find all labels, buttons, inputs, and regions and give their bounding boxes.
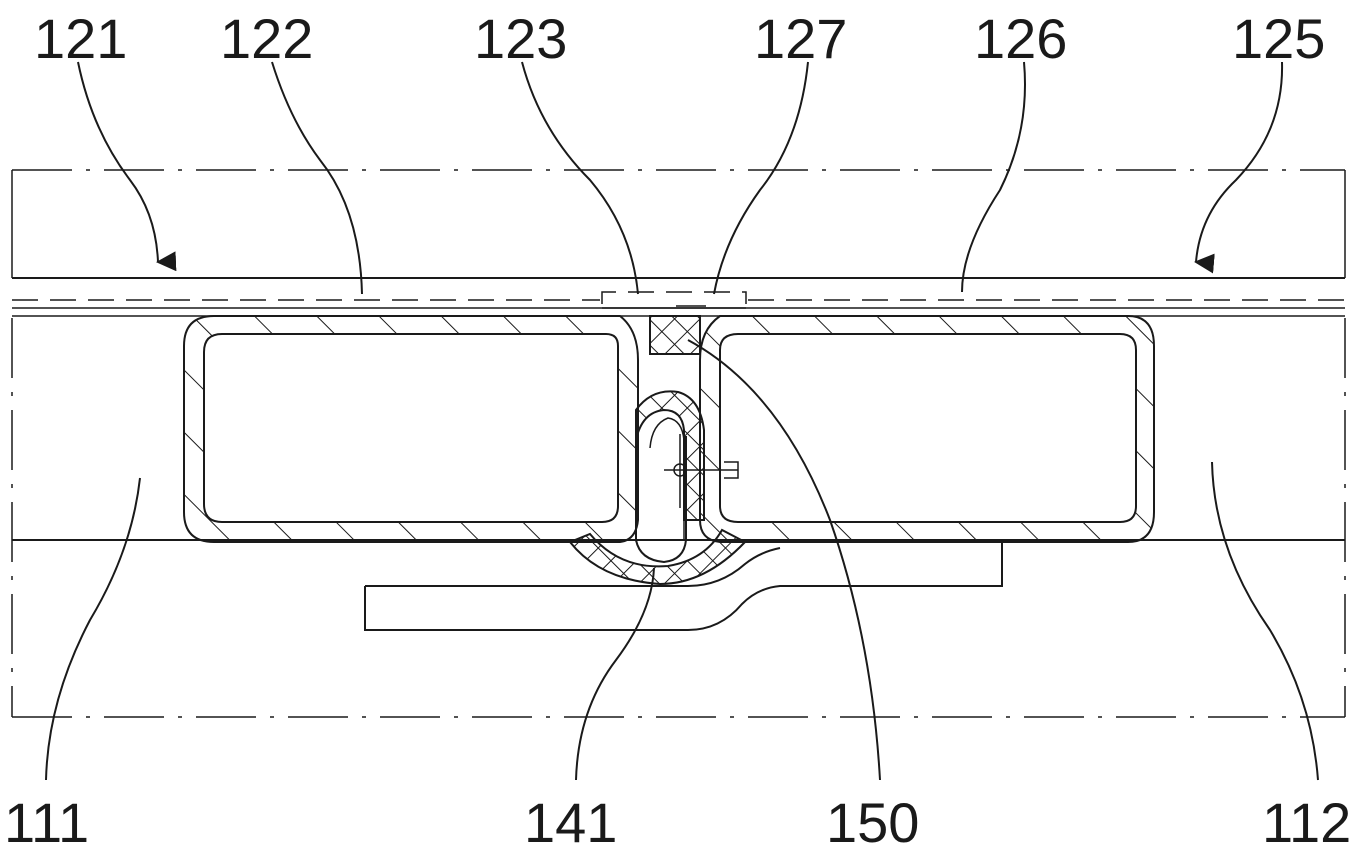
label-126: 126 <box>974 7 1067 70</box>
label-125: 125 <box>1232 7 1325 70</box>
label-121: 121 <box>34 7 127 70</box>
pin-fastener <box>664 434 739 508</box>
label-141: 141 <box>524 791 617 854</box>
joint-piece <box>568 528 747 586</box>
label-123: 123 <box>474 7 567 70</box>
label-150: 150 <box>826 791 919 854</box>
leader-lines <box>45 61 1319 781</box>
connector-strip <box>601 291 747 304</box>
joint-inner-line <box>649 417 685 540</box>
label-122: 122 <box>220 7 313 70</box>
left-hollow-profile <box>183 315 639 543</box>
label-127: 127 <box>754 7 847 70</box>
seal-block <box>649 315 701 355</box>
label-112: 112 <box>1262 791 1351 854</box>
joint-slot <box>635 436 687 564</box>
right-hollow-profile <box>699 315 1155 543</box>
bottom-plate-outline <box>364 542 1003 631</box>
bottom-clip-plate <box>365 547 781 587</box>
outer-boundary <box>11 169 1346 718</box>
joint-hook <box>635 390 705 521</box>
label-111: 111 <box>4 791 89 854</box>
